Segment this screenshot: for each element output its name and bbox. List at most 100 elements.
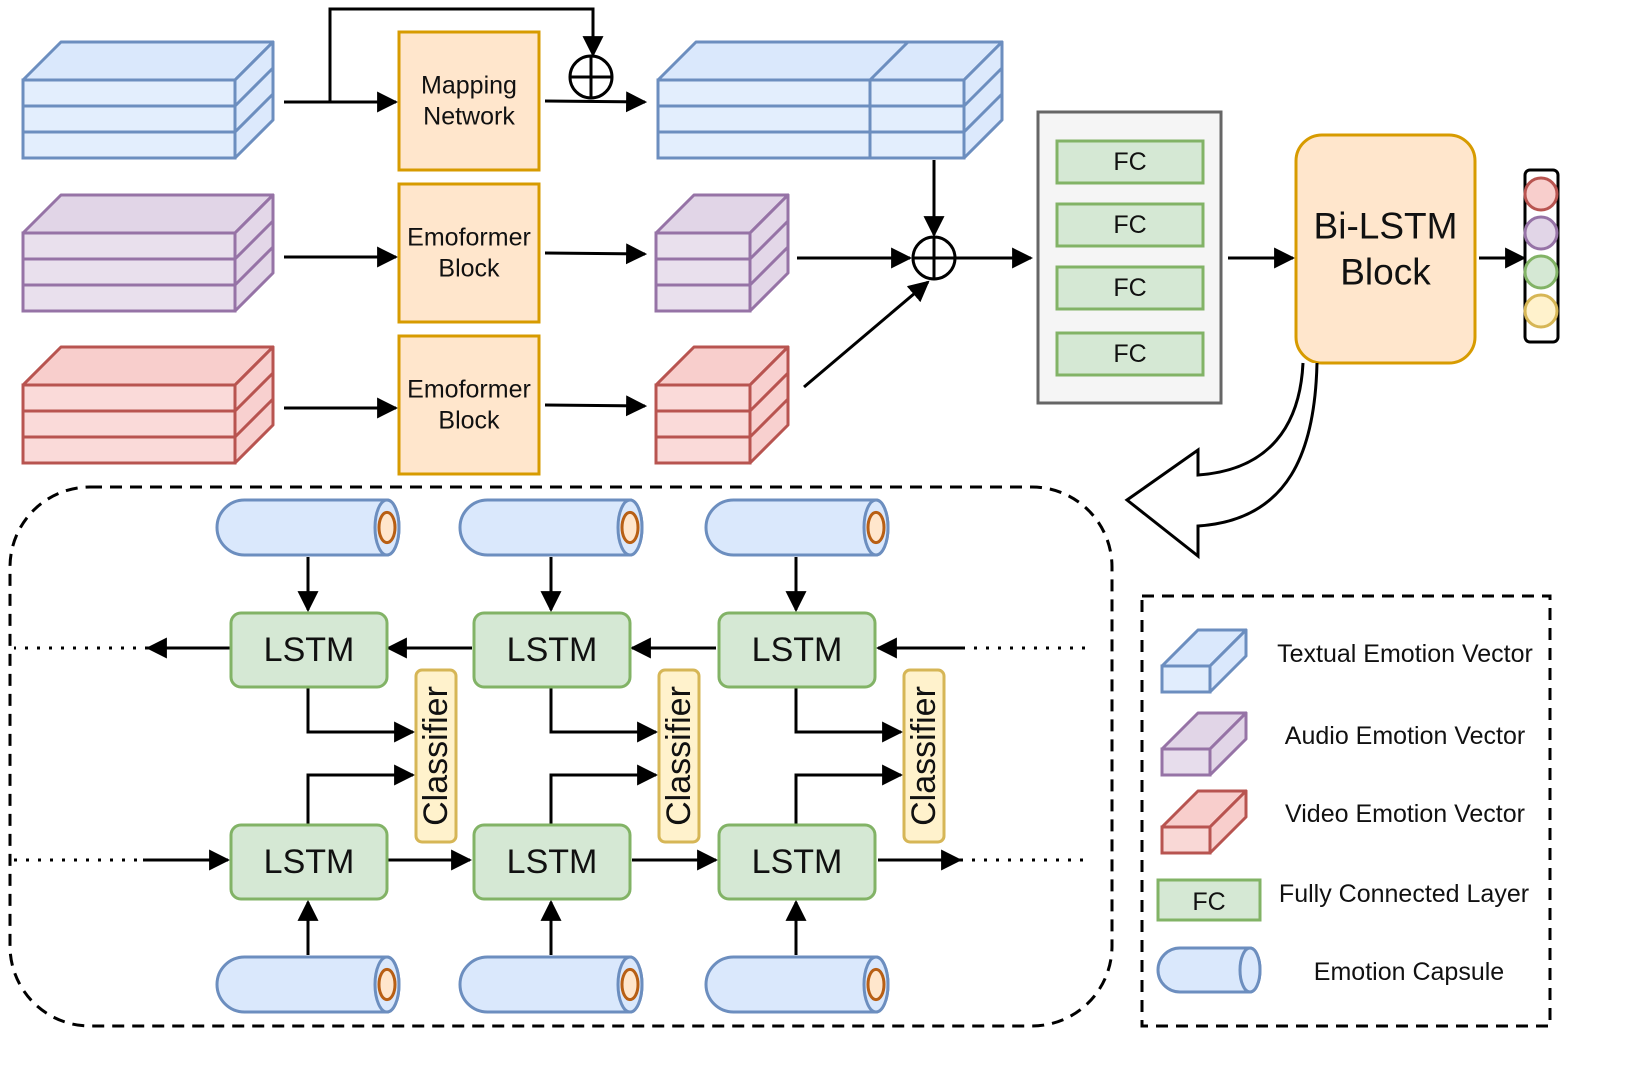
- output-emotion-circle: [1523, 176, 1559, 212]
- forward-lstm-cell: [229, 823, 389, 901]
- fc-layer-label: FC: [1113, 340, 1146, 368]
- output-emotion-circle: [1523, 215, 1559, 251]
- bilstm-block: [1294, 133, 1477, 365]
- emoformer-video-block-label: Emoformer: [407, 375, 531, 403]
- bottom-emotion-capsule: [458, 955, 644, 1014]
- legend-icon-textual-front: [1160, 664, 1212, 694]
- audio-encoded-vector-layer: [654, 257, 752, 287]
- classifier-block-label: Classifier: [417, 686, 455, 826]
- video-input-vector-side-edge: [233, 397, 275, 439]
- legend-icon-textual: [1160, 628, 1248, 694]
- textual-input-vector-side-edge: [233, 92, 275, 134]
- textual-mapped-vector-side-edge: [962, 92, 1004, 134]
- backward-lstm-cell: [717, 611, 877, 689]
- emoformer-audio-block-label: Emoformer: [407, 223, 531, 251]
- audio-encoded-vector: [654, 193, 790, 313]
- bottom-emotion-capsule-core: [377, 967, 397, 1002]
- video-encoded-vector-layer: [654, 435, 752, 465]
- fc-layer-3: [1055, 265, 1205, 311]
- forward-lstm-cell: [472, 823, 632, 901]
- top-emotion-capsule-body: [458, 498, 644, 557]
- legend-icon-audio-front: [1160, 747, 1212, 777]
- emoformer-audio-block-label: Block: [438, 255, 500, 283]
- output-emotion-circle: [1523, 254, 1559, 290]
- audio-input-vector: [21, 193, 275, 313]
- classifier-block: [902, 668, 946, 844]
- fc-layer-1: [1055, 139, 1205, 185]
- textual-input-vector: [21, 40, 275, 160]
- textual-mapped-vector-layer: [656, 104, 966, 134]
- forward-lstm-cell-label: LSTM: [507, 843, 598, 881]
- fusion-node: [911, 235, 957, 281]
- backward-lstm-cell: [472, 611, 632, 689]
- legend-box: [1140, 594, 1552, 1028]
- textual-input-vector-layer: [21, 104, 237, 134]
- bottom-emotion-capsule-body: [215, 955, 401, 1014]
- mapping-network-block-label: Network: [423, 103, 515, 131]
- video-encoded-vector-layer: [654, 383, 752, 413]
- audio-input-vector-top: [21, 193, 275, 235]
- top-emotion-capsule-core: [377, 510, 397, 545]
- classifier-block: [657, 668, 701, 844]
- textual-input-vector-top: [21, 40, 275, 82]
- forward-lstm-cell-label: LSTM: [264, 843, 355, 881]
- video-encoded-vector-side-edge: [748, 397, 790, 439]
- arrow-video-to-fusion: [803, 280, 930, 389]
- arrow-skip-connection: [328, 7, 604, 102]
- top-emotion-capsule-core: [866, 510, 886, 545]
- textual-input-vector-layer: [21, 78, 237, 108]
- legend-label-capsule: Emotion Capsule: [1314, 958, 1504, 986]
- arrow-mapping-to-output: [544, 91, 648, 113]
- audio-input-vector-layer: [21, 283, 237, 313]
- video-input-vector-side-edge: [233, 371, 275, 413]
- textual-mapped-vector-layer: [656, 130, 966, 160]
- legend-label-fc: Fully Connected Layer: [1279, 880, 1529, 908]
- bottom-emotion-capsule-body: [458, 955, 644, 1014]
- top-emotion-capsule: [215, 498, 401, 557]
- classifier-block-label: Classifier: [660, 686, 698, 826]
- video-input-vector-layer: [21, 409, 237, 439]
- audio-encoded-vector-side-edge: [748, 219, 790, 261]
- emoformer-video-block-label: Block: [438, 407, 500, 435]
- arrow-forward-to-classifier: [549, 764, 659, 825]
- arrow-backward-to-classifier: [794, 688, 904, 743]
- textual-mapped-vector-split: [868, 40, 910, 82]
- video-input-vector-layer: [21, 383, 237, 413]
- arrow-emoformer-video-out: [544, 395, 648, 417]
- legend-icon-fc: [1156, 878, 1262, 922]
- arrow-backward-to-classifier: [549, 688, 659, 743]
- mapping-network-block: [397, 30, 541, 172]
- video-input-vector-layer: [21, 435, 237, 465]
- arrow-emoformer-audio-out: [544, 243, 648, 265]
- backward-lstm-cell-label: LSTM: [752, 631, 843, 669]
- legend-icon-capsule: [1156, 946, 1262, 994]
- textual-mapped-vector-layer: [656, 78, 966, 108]
- fc-layer-label: FC: [1113, 274, 1146, 302]
- arrow-forward-to-classifier: [794, 764, 904, 825]
- legend-label-audio: Audio Emotion Vector: [1285, 722, 1525, 750]
- forward-lstm-cell: [717, 823, 877, 901]
- video-encoded-vector-layer: [654, 409, 752, 439]
- legend-icon-fc-label: FC: [1192, 888, 1225, 916]
- bilstm-block-label: Bi-LSTM: [1314, 205, 1458, 246]
- legend-label-textual: Textual Emotion Vector: [1277, 640, 1533, 668]
- arrow-forward-to-classifier: [306, 764, 416, 825]
- top-emotion-capsule: [704, 498, 890, 557]
- legend-icon-video-front: [1160, 825, 1212, 855]
- textual-mapped-vector-side-edge: [962, 66, 1004, 108]
- mapping-network-block-label: Mapping: [421, 71, 517, 99]
- classifier-block-label: Classifier: [905, 686, 943, 826]
- textual-mapped-vector-top: [656, 40, 1004, 82]
- bottom-emotion-capsule-core: [620, 967, 640, 1002]
- add-node-textual: [568, 54, 614, 100]
- fc-layer-label: FC: [1113, 211, 1146, 239]
- backward-lstm-cell: [229, 611, 389, 689]
- audio-input-vector-layer: [21, 231, 237, 261]
- bottom-emotion-capsule-body: [704, 955, 890, 1014]
- backward-lstm-cell-label: LSTM: [507, 631, 598, 669]
- textual-input-vector-layer: [21, 130, 237, 160]
- video-encoded-vector-side-edge: [748, 371, 790, 413]
- video-input-vector: [21, 345, 275, 465]
- fc-layer-2: [1055, 202, 1205, 248]
